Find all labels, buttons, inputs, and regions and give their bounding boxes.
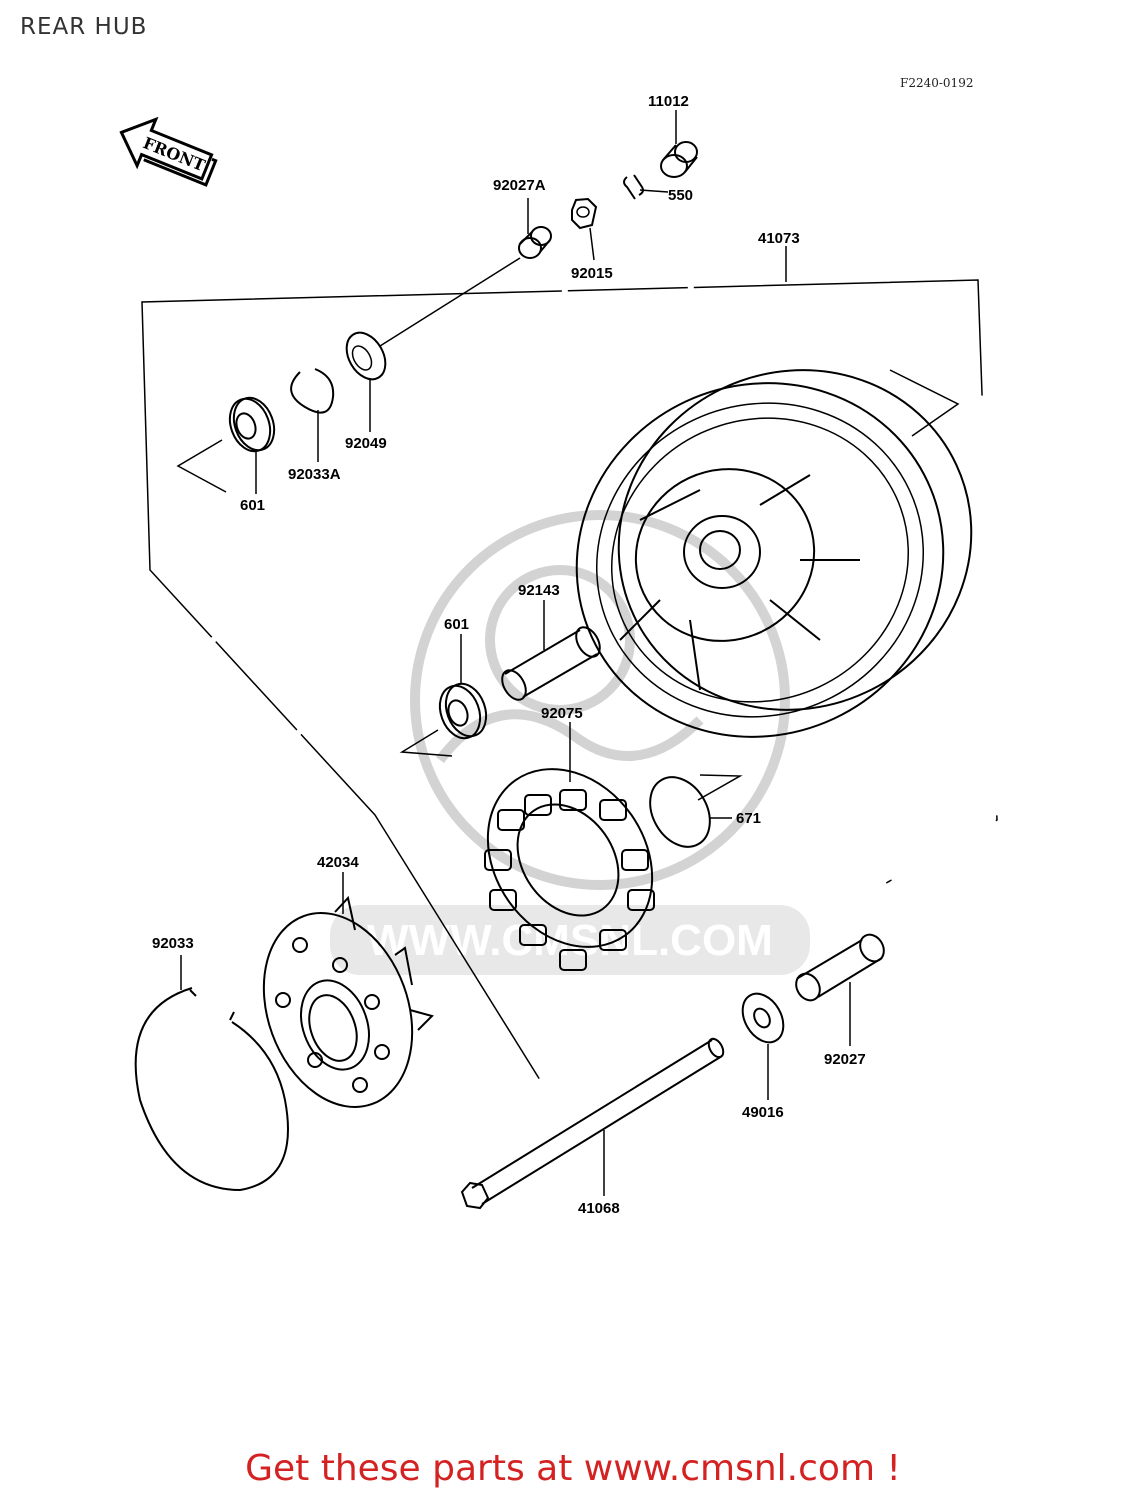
front-arrow: FRONT [119, 116, 218, 187]
collar-92027A [379, 198, 552, 347]
label-92027A: 92027A [493, 177, 546, 194]
wheel-41073 [575, 246, 973, 738]
sprocket-hub-42034 [262, 872, 434, 1108]
bearing-601-upper [176, 396, 276, 494]
assembly-outline [141, 279, 998, 1082]
bearing-601-lower [399, 634, 488, 757]
label-49016: 49016 [742, 1104, 784, 1121]
damper-92075 [484, 722, 655, 971]
label-601-upper: 601 [240, 497, 265, 514]
label-92015: 92015 [571, 265, 613, 282]
footer-link[interactable]: Get these parts at www.cmsnl.com ! [245, 1448, 901, 1489]
collar-11012 [660, 110, 698, 178]
collar-92027 [795, 933, 885, 1046]
label-92049: 92049 [345, 435, 387, 452]
label-92075: 92075 [541, 705, 583, 722]
label-92033A: 92033A [288, 466, 341, 483]
seal-92049 [345, 331, 387, 432]
watermark-logo: WWW.CMSNL.COM [330, 510, 810, 975]
label-11012: 11012 [648, 93, 689, 110]
washer-49016 [741, 992, 785, 1100]
cotter-pin-550 [623, 174, 669, 200]
label-92027: 92027 [824, 1051, 866, 1068]
spacer-92143 [501, 600, 601, 701]
figure-code: F2240-0192 [900, 76, 974, 90]
label-92033: 92033 [152, 935, 194, 952]
label-671: 671 [736, 810, 761, 827]
page-title: REAR HUB [20, 14, 148, 40]
label-550: 550 [668, 187, 693, 204]
exploded-diagram: WWW.CMSNL.COM FRONT [119, 93, 998, 1217]
axle-41068 [460, 1037, 725, 1210]
label-41068: 41068 [578, 1200, 620, 1217]
watermark-text: WWW.CMSNL.COM [367, 916, 773, 965]
part-labels: 11012 550 92027A 92015 41073 92049 92033… [152, 93, 866, 1217]
circlip-92033A [290, 368, 335, 462]
label-92143: 92143 [518, 582, 560, 599]
label-601-lower: 601 [444, 616, 469, 633]
label-42034: 42034 [317, 854, 359, 871]
label-41073: 41073 [758, 230, 800, 247]
nut-92015 [571, 197, 598, 261]
o-ring-671 [649, 774, 743, 848]
circlip-92033 [134, 955, 289, 1192]
